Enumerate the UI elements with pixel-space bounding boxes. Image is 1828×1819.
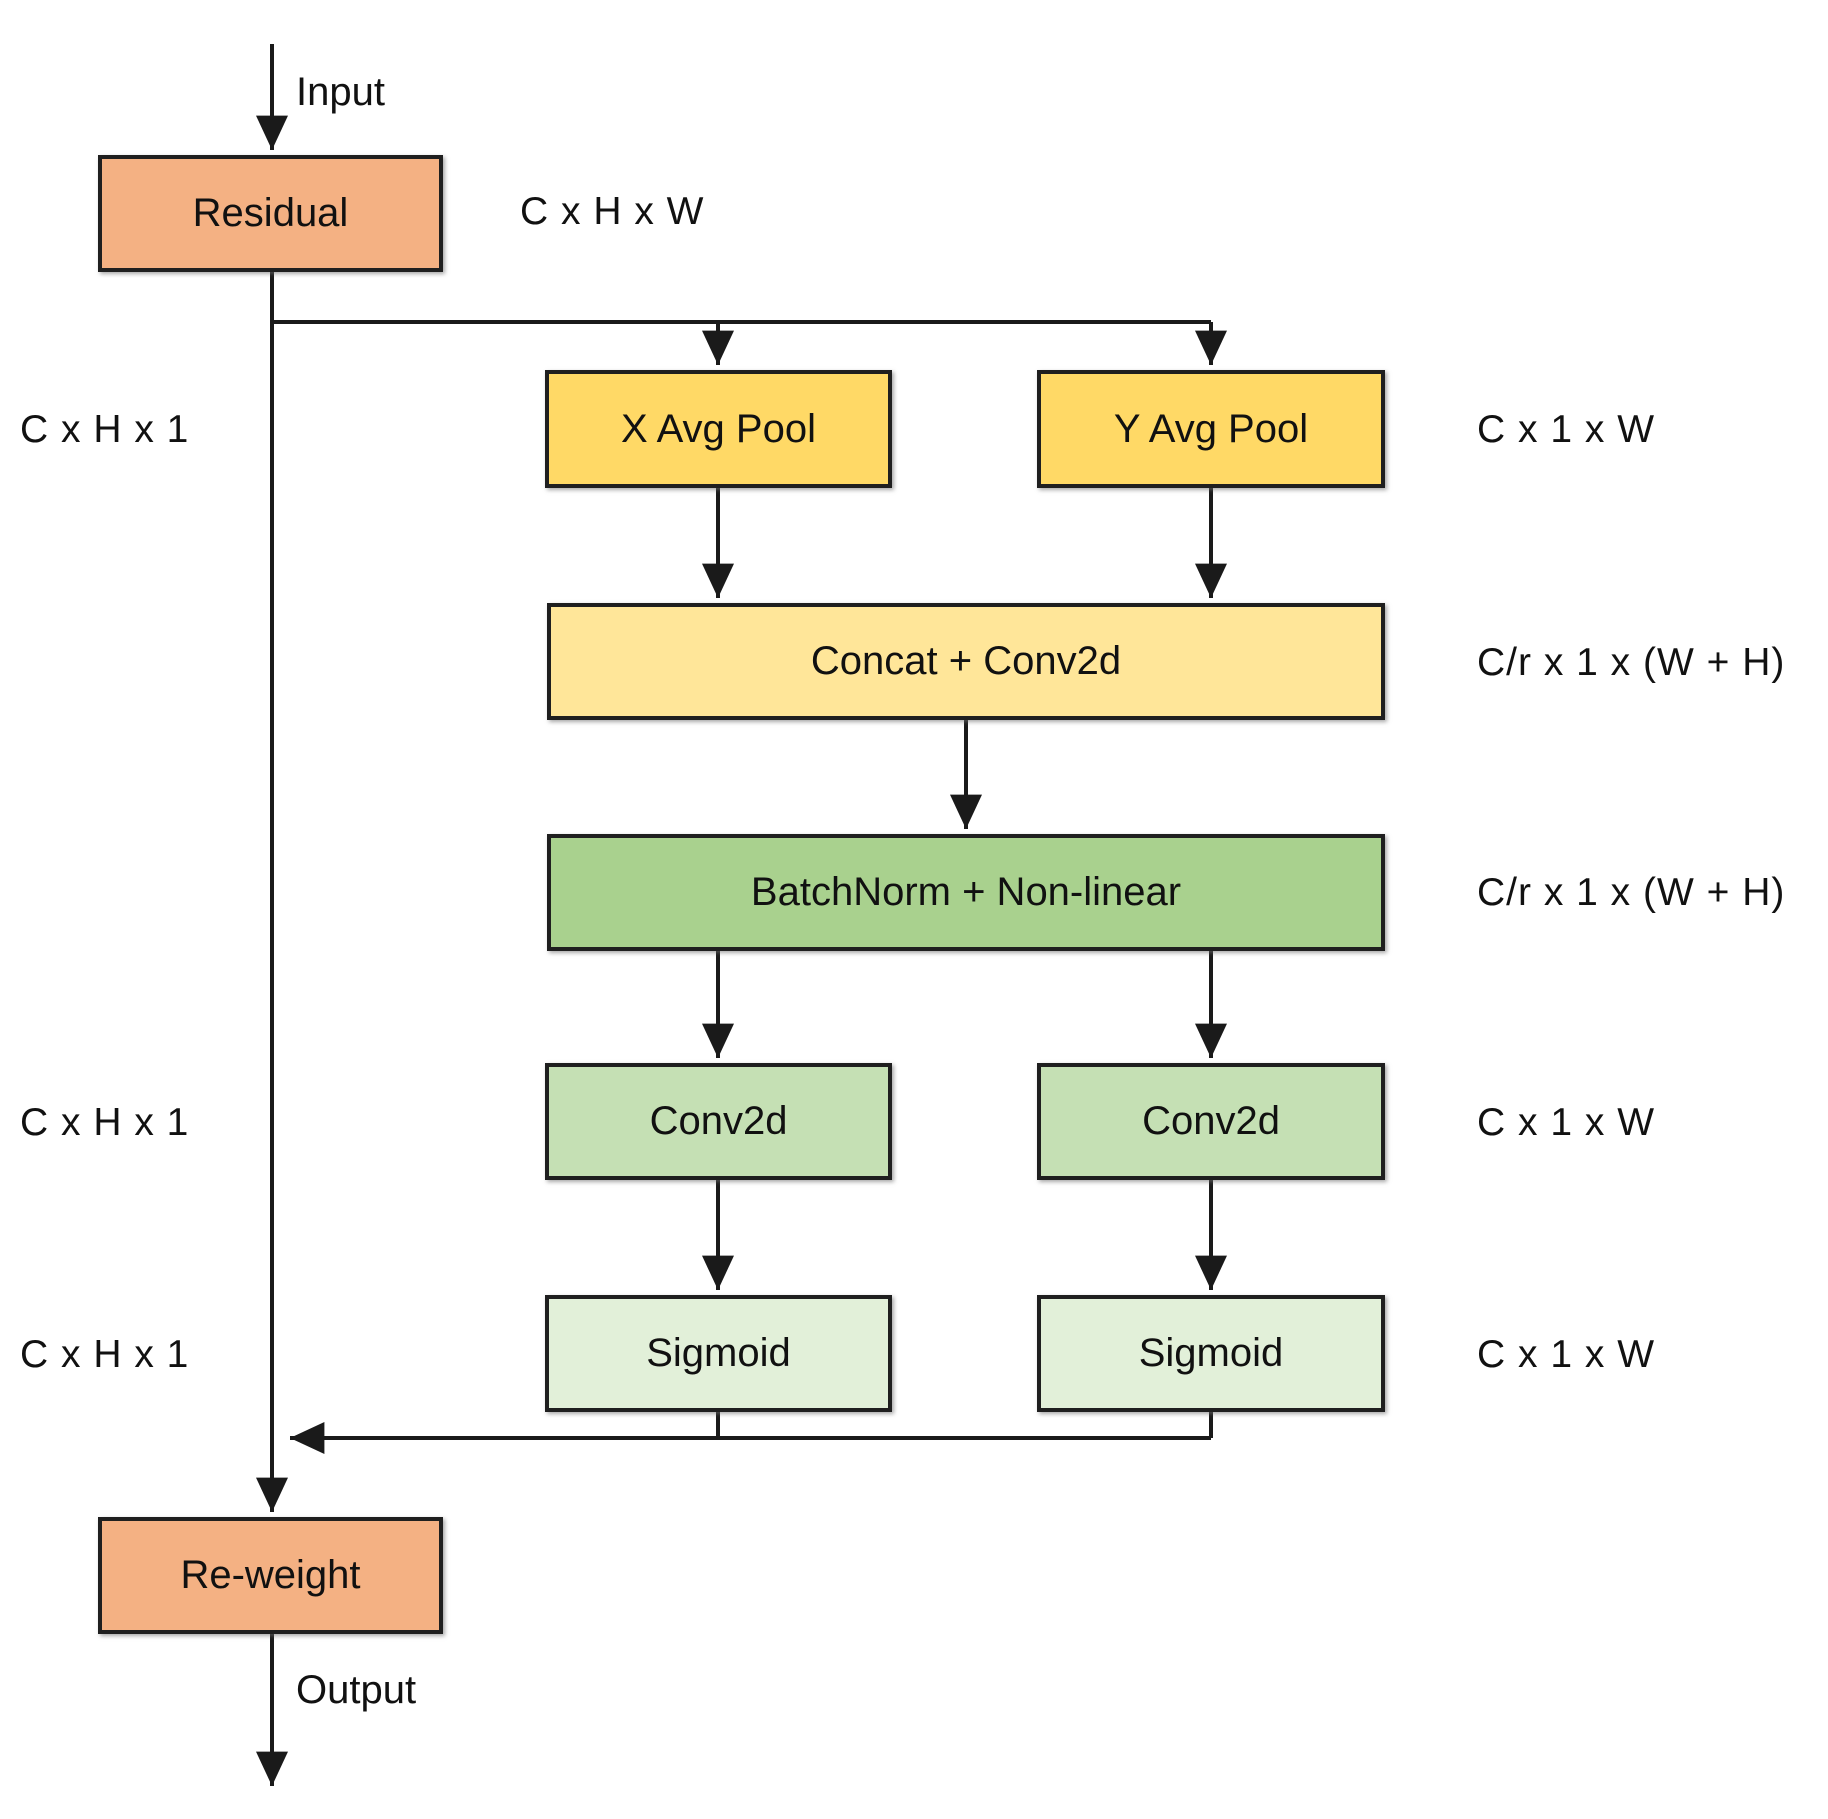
conv2d-right-box-label: Conv2d (1142, 1099, 1280, 1143)
output-label: Output (296, 1668, 417, 1712)
concat-conv2d-box-label: Concat + Conv2d (810, 639, 1122, 683)
residual-box-label: Residual (192, 191, 349, 235)
dim-label-sigmoid-left: C x H x 1 (20, 1333, 190, 1376)
dim-label-pool-right: C x 1 x W (1477, 408, 1656, 451)
residual-box: Residual (98, 155, 443, 272)
dim-label-batchnorm-right: C/r x 1 x (W + H) (1477, 871, 1786, 914)
dim-label-conv-left: C x H x 1 (20, 1101, 190, 1144)
sigmoid-right-box-label: Sigmoid (1138, 1331, 1284, 1375)
x-avg-pool-box: X Avg Pool (545, 370, 892, 488)
dim-label-residual: C x H x W (520, 190, 705, 233)
dim-label-concat-right: C/r x 1 x (W + H) (1477, 641, 1786, 684)
re-weight-box-label: Re-weight (180, 1553, 361, 1597)
conv2d-right-box: Conv2d (1037, 1063, 1385, 1180)
y-avg-pool-box: Y Avg Pool (1037, 370, 1385, 488)
re-weight-box: Re-weight (98, 1517, 443, 1634)
batchnorm-nonlinear-box: BatchNorm + Non-linear (547, 834, 1385, 951)
x-avg-pool-box-label: X Avg Pool (621, 406, 816, 451)
sigmoid-left-box-label: Sigmoid (646, 1331, 791, 1375)
dim-label-conv-right: C x 1 x W (1477, 1101, 1656, 1144)
input-label: Input (296, 70, 385, 114)
dim-label-pool-left: C x H x 1 (20, 408, 190, 451)
y-avg-pool-box-label: Y Avg Pool (1113, 406, 1309, 451)
conv2d-left-box: Conv2d (545, 1063, 892, 1180)
concat-conv2d-box: Concat + Conv2d (547, 603, 1385, 720)
batchnorm-nonlinear-box-label: BatchNorm + Non-linear (750, 870, 1182, 914)
sigmoid-left-box: Sigmoid (545, 1295, 892, 1412)
conv2d-left-box-label: Conv2d (649, 1099, 788, 1143)
sigmoid-right-box: Sigmoid (1037, 1295, 1385, 1412)
dim-label-sigmoid-right: C x 1 x W (1477, 1333, 1656, 1376)
